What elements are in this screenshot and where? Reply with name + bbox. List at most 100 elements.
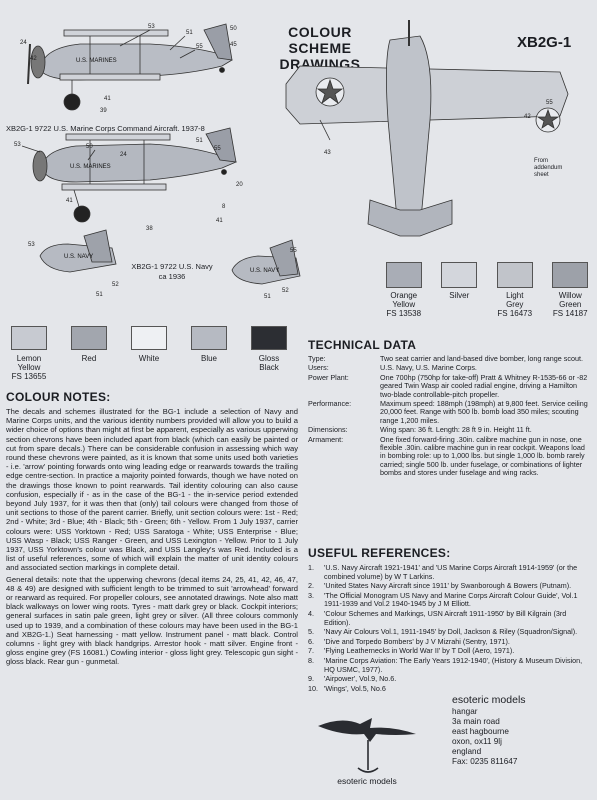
address-line: hangar — [452, 707, 478, 716]
swatch-chip — [496, 262, 533, 288]
callout: 55 — [196, 44, 203, 50]
reference-text: 'Wings', Vol.5, No.6 — [324, 683, 386, 693]
marking-tail-left: U.S. NAVY — [64, 254, 93, 260]
address-line: east hagbourne — [452, 727, 509, 736]
caption-navy: XB2G-1 9722 U.S. Navy ca 1936 — [124, 262, 220, 282]
callout: 55 — [290, 248, 297, 254]
caption-navy-line-1: XB2G-1 9722 U.S. Navy — [131, 262, 213, 271]
reference-text: 'Airpower', Vol.9, No.6. — [324, 674, 397, 684]
reference-text: 'Flying Leathernecks in World War II' by… — [324, 646, 515, 656]
plan-view-aircraft — [285, 20, 569, 237]
reference-text: 'U.S. Navy Aircraft 1921-1941' and 'US M… — [324, 563, 578, 581]
callout: 55 — [214, 146, 221, 152]
swatch-blue: Blue — [184, 326, 234, 381]
tech-value: One 700hp (750hp for take-off) Pratt & W… — [380, 372, 588, 399]
reference-text: 'Navy Air Colours Vol.1, 1911-1945' by D… — [324, 627, 578, 637]
swatch-chip — [385, 262, 422, 288]
swatch-label: Gloss Black — [258, 354, 280, 372]
reference-number: 1. — [308, 563, 314, 572]
callout: 8 — [222, 204, 226, 210]
reference-item: 1. 'U.S. Navy Aircraft 1921-1941' and 'US… — [308, 563, 590, 581]
reference-item: 2. 'United States Navy Aircraft since 191… — [308, 582, 590, 591]
swatch-orange-yellow: Orange Yellow FS 13538 — [384, 262, 424, 318]
title-line-1: COLOUR SCHEME — [288, 24, 352, 56]
reference-item: 7. 'Flying Leathernecks in World War II' … — [308, 647, 590, 656]
swatch-light-grey: Light Grey FS 16473 — [495, 262, 535, 318]
side-view-navy-aircraft — [32, 127, 238, 223]
swatch-row-right: Orange Yellow FS 13538 Silver Light Grey… — [384, 262, 590, 318]
reference-text: 'Colour Schemes and Markings, USN Aircra… — [324, 608, 567, 627]
swatch-label: Silver — [449, 291, 470, 300]
tech-row: Power Plant:One 700hp (750hp for take-of… — [308, 372, 590, 400]
address-line: oxon, ox11 9lj — [452, 737, 502, 746]
tech-key: Type: — [308, 354, 326, 363]
reference-number: 7. — [308, 646, 314, 656]
reference-number: 4. — [308, 608, 314, 618]
addendum-note: From addendum sheet — [534, 158, 563, 178]
callout: 38 — [146, 226, 153, 232]
colour-notes: COLOUR NOTES: The decals and schemes ill… — [6, 390, 298, 669]
callout: 20 — [236, 182, 243, 188]
callout: 55 — [546, 100, 553, 106]
swatch-white: White — [124, 326, 174, 381]
marking-top: U.S. MARINES — [76, 58, 117, 64]
reference-number: 6. — [308, 636, 314, 646]
references-heading: USEFUL REFERENCES: — [308, 546, 451, 560]
swatch-chip — [71, 326, 107, 350]
callout: 50 — [230, 26, 237, 32]
callout: 51 — [196, 138, 203, 144]
side-view-marines-aircraft — [27, 23, 233, 111]
callout: 41 — [66, 198, 73, 204]
marking-mid: U.S. MARINES — [70, 164, 111, 170]
swatch-label: Lemon Yellow FS 13655 — [11, 354, 47, 381]
reference-number: 2. — [308, 581, 314, 591]
colour-notes-paragraph-1: The decals and schemes illustrated for t… — [6, 407, 298, 573]
callout: 42 — [30, 56, 37, 62]
tech-row: Type: Two seat carrier and land-based div… — [308, 354, 590, 364]
reference-number: 5. — [308, 627, 314, 637]
swatch-chip — [11, 326, 47, 350]
swatch-chip — [441, 262, 478, 288]
swatch-row-left: Lemon Yellow FS 13655 Red White Blue Glo… — [4, 326, 294, 381]
tech-row: Users:U.S. Navy, U.S. Marine Corps. — [308, 364, 590, 373]
callout: 53 — [14, 142, 21, 148]
callout: 50 — [86, 144, 93, 150]
fax-line: Fax: 0235 811647 — [452, 757, 518, 766]
aircraft-drawings: U.S. MARINES U.S. MARINES U.S. NAVY U.S.… — [14, 20, 569, 300]
swatch-label: Blue — [200, 354, 217, 363]
reference-item: 9. 'Airpower', Vol.9, No.6. — [308, 675, 590, 684]
tech-key: Dimensions: — [308, 425, 348, 435]
reference-item: 3.'The Official Monogram US Navy and Mar… — [308, 590, 590, 609]
references-list: 1. 'U.S. Navy Aircraft 1921-1941' and 'US… — [308, 563, 590, 694]
callout: 24 — [120, 152, 127, 158]
company-address: esoteric models hangar 3a main road east… — [452, 694, 592, 767]
swatch-label: White — [138, 354, 160, 363]
reference-number: 3. — [308, 590, 314, 600]
tech-row: Performance:Maximum speed: 188mph (198mp… — [308, 399, 590, 426]
swatch-label: Red — [81, 354, 97, 363]
tech-value: Maximum speed: 188mph (198mph) at 9,800 … — [380, 399, 588, 425]
reference-item: 10. 'Wings', Vol.5, No.6 — [308, 683, 590, 694]
reference-number: 10. — [308, 683, 318, 693]
technical-data-heading: TECHNICAL DATA — [308, 338, 417, 352]
technical-data-table: Type: Two seat carrier and land-based div… — [308, 354, 590, 479]
swatch-label: Willow Green FS 14187 — [552, 291, 588, 318]
tech-value: U.S. Navy, U.S. Marine Corps. — [380, 363, 477, 373]
swatch-silver: Silver — [440, 262, 480, 318]
tech-row: Armament:One fixed forward-firing .30in.… — [308, 434, 590, 479]
callout: 51 — [186, 30, 193, 36]
swatch-lemon-yellow: Lemon Yellow FS 13655 — [4, 326, 54, 381]
callout: 42 — [524, 114, 531, 120]
tech-value: One fixed forward-firing .30in. calibre … — [380, 434, 585, 478]
tech-row: Dimensions:Wing span: 36 ft. Length: 28 … — [308, 425, 590, 435]
tech-value: Two seat carrier and land-based dive bom… — [380, 354, 583, 363]
callout-numbers: 53 51 55 50 45 39 24 53 50 51 55 24 20 4… — [14, 24, 553, 300]
caption-marines: XB2G-1 9722 U.S. Marine Corps Command Ai… — [6, 124, 205, 133]
reference-text: 'United States Navy Aircraft since 1911'… — [324, 581, 572, 591]
swatch-willow-green: Willow Green FS 14187 — [551, 262, 591, 318]
swatch-chip — [191, 326, 227, 350]
swatch-gloss-black: Gloss Black — [244, 326, 294, 381]
reference-text: 'Marine Corps Aviation: The Early Years … — [324, 655, 583, 674]
reference-number: 8. — [308, 655, 314, 665]
reference-number: 9. — [308, 674, 314, 684]
